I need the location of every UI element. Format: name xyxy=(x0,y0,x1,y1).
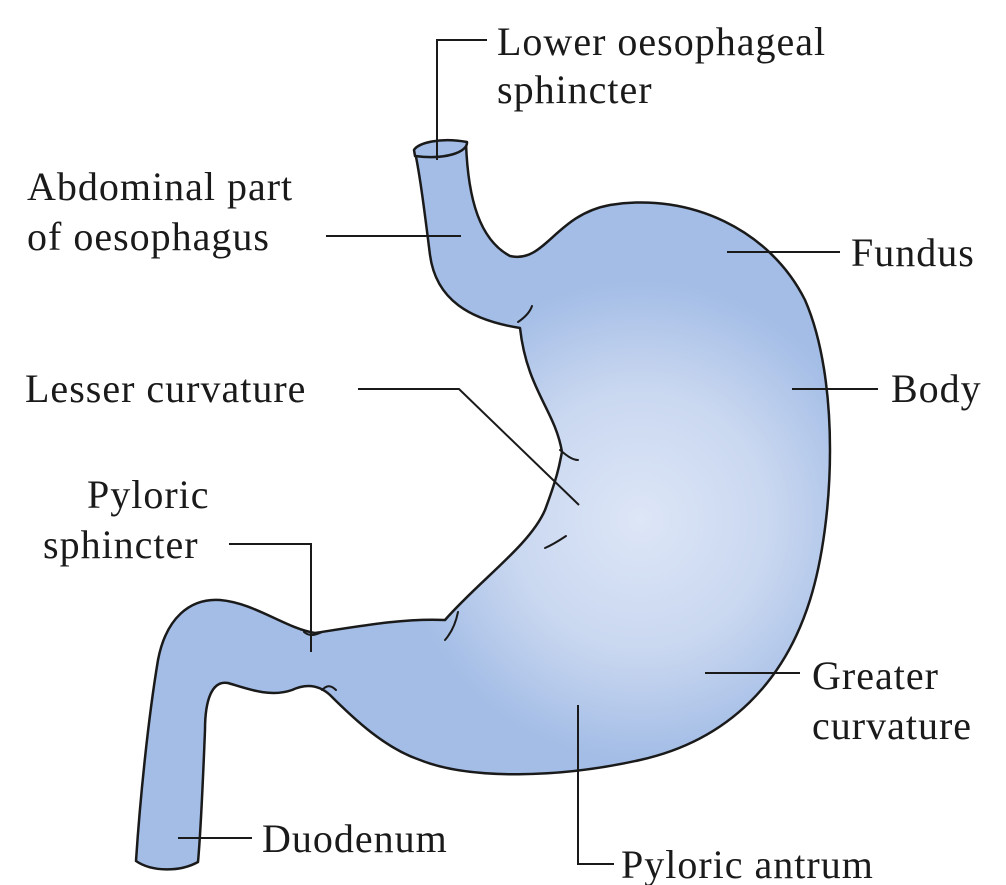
label-lower-oesophageal-sphincter: Lower oesophageal sphincter xyxy=(497,19,837,112)
label-greater-curvature: Greater curvature xyxy=(812,653,972,748)
label-fundus: Fundus xyxy=(851,230,975,275)
label-abdominal-part: Abdominal part of oesophagus xyxy=(27,164,304,259)
label-pyloric-sphincter: Pyloric sphincter xyxy=(43,472,221,567)
label-body: Body xyxy=(891,366,982,411)
label-lesser-curvature: Lesser curvature xyxy=(25,366,306,411)
label-duodenum: Duodenum xyxy=(262,816,448,861)
label-pyloric-antrum: Pyloric antrum xyxy=(621,842,874,885)
